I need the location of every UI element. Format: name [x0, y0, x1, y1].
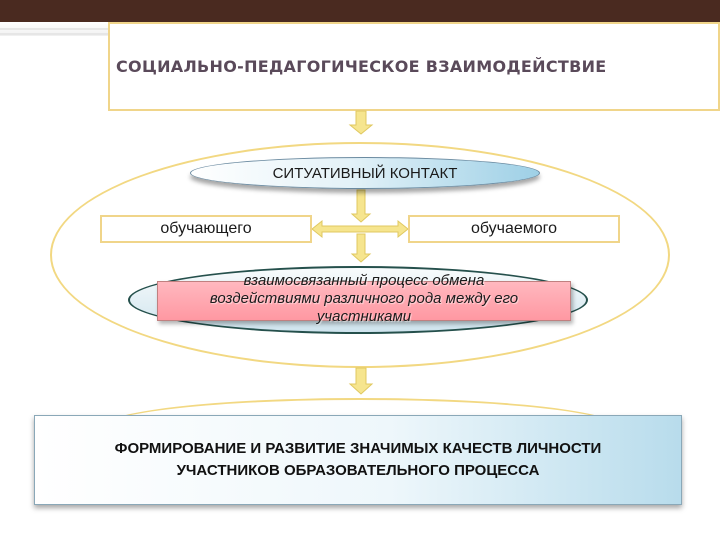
- header-stripe-line: [0, 28, 110, 30]
- interaction-ellipse: [50, 142, 670, 368]
- process-line: воздействиями различного рода между его: [209, 290, 519, 307]
- situational-contact-label: СИТУАТИВНЫЙ КОНТАКТ: [272, 164, 458, 182]
- learner-box: обучаемого: [408, 215, 620, 243]
- result-line: ФОРМИРОВАНИЕ И РАЗВИТИЕ ЗНАЧИМЫХ КАЧЕСТВ…: [114, 440, 602, 457]
- arrow-down-icon: [348, 367, 374, 395]
- process-text: взаимосвязанный процесс обмена воздейств…: [150, 272, 578, 326]
- teacher-box: обучающего: [100, 215, 312, 243]
- arrow-down-icon: [350, 189, 372, 223]
- situational-contact-pill: СИТУАТИВНЫЙ КОНТАКТ: [190, 157, 540, 189]
- result-box: ФОРМИРОВАНИЕ И РАЗВИТИЕ ЗНАЧИМЫХ КАЧЕСТВ…: [34, 415, 682, 505]
- process-box: [157, 281, 571, 321]
- process-line: участниками: [316, 308, 412, 325]
- page-title: СОЦИАЛЬНО-ПЕДАГОГИЧЕСКОЕ ВЗАИМОДЕЙСТВИЕ: [116, 57, 607, 76]
- arrow-down-icon: [348, 110, 374, 135]
- learner-label: обучаемого: [470, 220, 558, 237]
- arrow-down-icon: [350, 233, 372, 263]
- process-line: взаимосвязанный процесс обмена: [243, 272, 485, 289]
- teacher-label: обучающего: [160, 220, 252, 237]
- result-line: УЧАСТНИКОВ ОБРАЗОВАТЕЛЬНОГО ПРОЦЕССА: [176, 462, 540, 479]
- header-stripe-line: [0, 33, 110, 35]
- title-box: [108, 22, 720, 111]
- header-bar: [0, 0, 720, 22]
